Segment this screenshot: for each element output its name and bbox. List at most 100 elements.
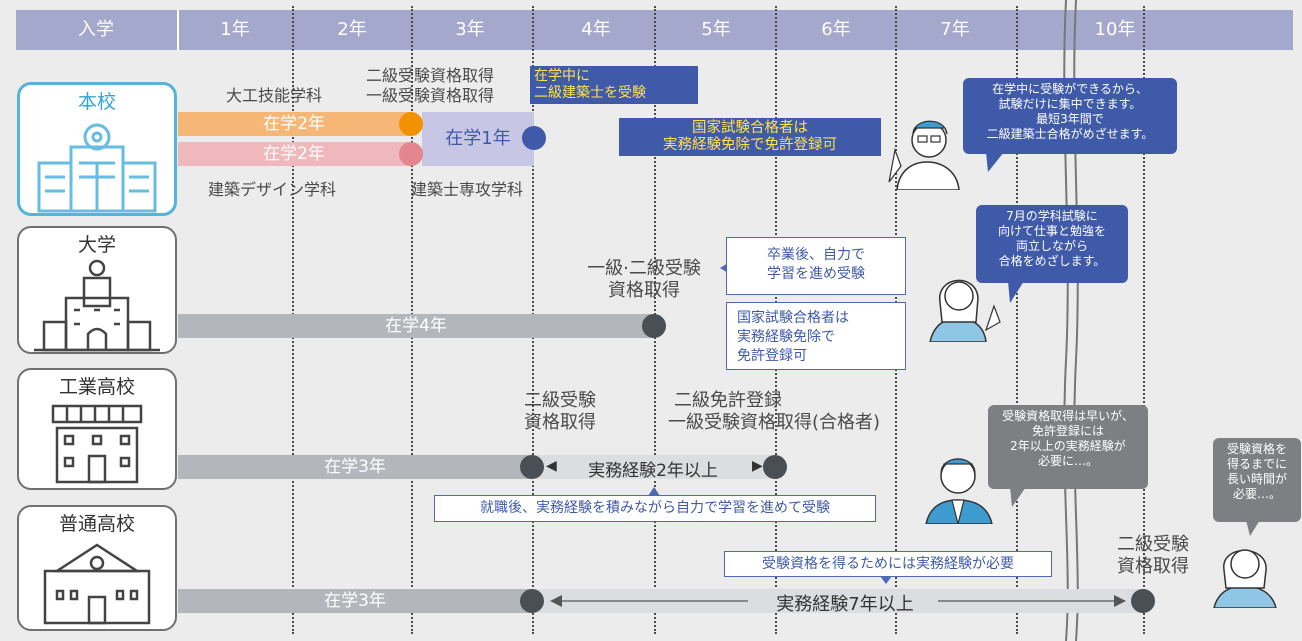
univ-box1-line1: 卒業後、自力で [767,247,865,263]
tech-bubble-line4: 必要に…。 [1037,454,1098,468]
general-bubble-line2: 得るまでに [1226,457,1287,471]
tech-bubble-line1: 受験資格取得は早いが、 [1002,409,1134,423]
main-bubble-line1: 在学中に受験ができるから、 [992,82,1148,96]
university-qual-line1: 一級·二級受験 [587,258,701,279]
general-high-dot-qual [1131,589,1155,613]
tech-bubble-line3: 2年以上の実務経験が [1010,439,1126,453]
school-card-general-high: 普通高校 [17,505,177,631]
header-label-year1: 1年 [220,19,250,40]
university-dot [642,314,666,338]
univ-box2-line2: 実務経験免除で [737,329,835,345]
main-note-exam: 在学中に 二級建築士を受験 [530,66,698,104]
main-bar-c-bg [422,112,534,166]
tech-high-dot-grad [520,455,544,479]
year-line-7 [1016,6,1018,634]
main-bar-c: 在学1年 [445,128,511,149]
tech-high-bar: 在学3年 [178,455,532,479]
main-course-b: 建築デザイン学科 [208,180,337,199]
general-bubble-line3: 長い時間が [1226,472,1287,486]
header-label-year4: 4年 [581,19,611,40]
general-high-dot-grad [520,589,544,613]
general-qual-line1: 二級受験 [1117,534,1189,555]
tech-bubble-line2: 免許登録には [1031,424,1104,438]
university-bar: 在学4年 [178,314,654,338]
person-woman-worried-icon [1213,549,1277,608]
year-line-10 [1143,6,1145,634]
university-speech-bubble: 7月の学科試験に 向けて仕事と勉強を 両立しながら 合格をめざします。 [976,205,1128,283]
main-bar-b: 在学2年 [178,142,410,166]
tech-high-exp-arrow-right: ▶ [752,458,763,474]
tech-high-dot-reg [763,455,787,479]
tech-high-box-pointer [648,487,660,496]
tech-high-exp-bar [532,455,775,479]
univ-bubble-line2: 向けて仕事と勉強を [997,224,1106,238]
general-high-qual: 二級受験 資格取得 [1098,534,1208,578]
univ-bubble-line1: 7月の学科試験に [1006,209,1098,223]
main-bubble-line4: 二級建築士合格がめざせます。 [986,127,1154,141]
school-name-general-high: 普通高校 [58,513,135,535]
main-dot-pink [399,142,423,166]
tech-high-speech-bubble: 受験資格取得は早いが、 免許登録には 2年以上の実務経験が 必要に…。 [988,405,1148,489]
school-card-university: 大学 [17,226,177,354]
main-note-exemption-line2: 実務経験免除で免許登録可 [663,137,837,153]
school-name-main: 本校 [77,91,116,113]
school-name-university: 大学 [77,234,116,256]
person-man-glasses-icon [888,120,960,190]
university-box-exemption: 国家試験合格者は 実務経験免除で 免許登録可 [726,302,906,370]
header-label-year7: 7年 [940,19,970,40]
main-dot-blue [522,126,546,150]
tech-high-qual: 二級受験 資格取得 [500,390,620,434]
main-bubble-line2: 試験だけに集中できます。 [998,97,1142,111]
main-note-exam-line1: 在学中に [534,68,590,84]
main-qual-line1: 二級受験資格取得 [366,66,495,85]
header-label-year6: 6年 [821,19,851,40]
univ-box2-line3: 免許登録可 [737,348,807,364]
tech-qual-line1: 二級受験 [524,390,596,411]
university-qual-line2: 資格取得 [608,280,680,301]
tech-reg-line2: 一級受験資格取得(合格者) [668,412,881,433]
univ-bubble-line3: 両立しながら [1015,239,1088,253]
main-dot-orange [399,112,423,136]
tech-high-building-icon [51,404,143,484]
general-high-exp-label: 実務経験7年以上 [776,594,914,615]
main-course-c: 建築士専攻学科 [411,180,524,199]
general-high-building-icon [43,543,151,625]
general-high-exp-arrow [550,595,1126,607]
header-label-year3: 3年 [455,19,485,40]
university-bubble-tail [1008,281,1024,303]
school-building-icon [37,123,157,213]
general-bubble-line1: 受験資格を [1226,442,1287,456]
general-bubble-line4: 必要…。 [1232,487,1281,501]
general-high-bar: 在学3年 [178,589,532,613]
tech-high-registration: 二級免許登録 一級受験資格取得(合格者) [668,390,880,434]
main-note-exemption: 国家試験合格者は 実務経験免除で免許登録可 [619,118,881,156]
general-high-speech-bubble: 受験資格を 得るまでに 長い時間が 必要…。 [1213,438,1301,522]
header-label-year5: 5年 [701,19,731,40]
main-speech-bubble: 在学中に受験ができるから、 試験だけに集中できます。 最短3年間で 二級建築士合… [963,78,1177,154]
tech-high-box-work-study: 就職後、実務経験を積みながら自力で学習を進めて受験 [434,495,876,522]
main-bar-a: 在学2年 [178,112,410,136]
school-card-main: 本校 [17,82,177,216]
main-qual-line2: 一級受験資格取得 [366,86,495,105]
school-card-tech-high: 工業高校 [17,368,177,490]
univ-box1-line2: 学習を進め受験 [767,266,865,282]
univ-bubble-line4: 合格をめざします。 [998,254,1106,268]
school-name-tech-high: 工業高校 [58,376,135,398]
general-high-box-pointer [880,576,892,584]
main-bubble-line3: 最短3年間で [1036,112,1104,126]
univ-box2-line1: 国家試験合格者は [737,310,849,326]
tech-high-bubble-tail [1010,487,1026,507]
general-qual-line2: 資格取得 [1117,556,1189,577]
general-high-box-exp-needed: 受験資格を得るためには実務経験が必要 [724,551,1052,577]
header-divider [177,10,179,50]
university-box-self-study: 卒業後、自力で 学習を進め受験 [726,237,906,295]
main-note-exam-line2: 二級建築士を受験 [534,85,646,101]
person-woman-icon [929,279,1001,342]
main-bubble-tail [986,152,1004,172]
tech-high-exp-arrow-left: ◀ [546,458,557,474]
general-high-bubble-tail [1246,520,1260,536]
tech-reg-line1: 二級免許登録 [674,390,782,411]
tech-qual-line2: 資格取得 [524,412,596,433]
header-label-year10: 10年 [1094,19,1136,40]
header-label-year2: 2年 [337,19,367,40]
